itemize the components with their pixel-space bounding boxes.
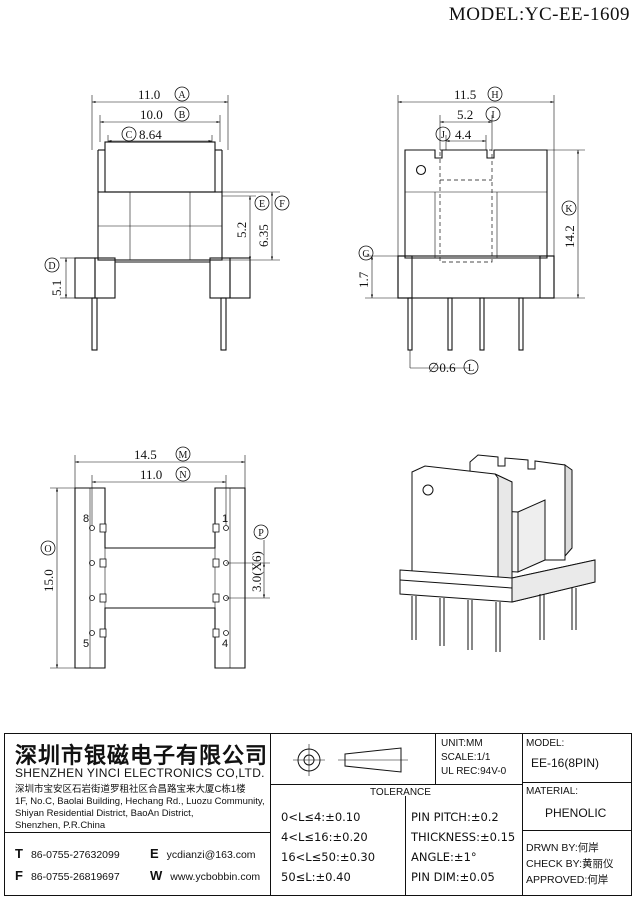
side-view: 11.5 H 5.2 I J 4.4 K 14.2 G 1.7 ∅0.6 L xyxy=(356,86,585,375)
drawn-by: DRWN BY:何岸 xyxy=(526,842,599,854)
dim-p-value: 3.0(X6) xyxy=(249,551,264,592)
check-by: CHECK BY:黄丽仪 xyxy=(526,858,614,870)
pin-pitch: PIN PITCH:±0.2 xyxy=(411,810,499,824)
email-address: ycdianzi@163.com xyxy=(166,849,256,861)
tag-a: A xyxy=(178,90,186,101)
material-value: PHENOLIC xyxy=(545,806,607,820)
pin-label-8: 8 xyxy=(83,513,89,525)
model-value: EE-16(8PIN) xyxy=(531,756,600,770)
fax: F 86-0755-26819697 xyxy=(15,868,120,883)
ul-rec: UL REC:94V-0 xyxy=(441,766,507,777)
dim-n-value: 11.0 xyxy=(140,467,162,482)
tolerance-4: 50≤L:±0.40 xyxy=(281,870,351,884)
tel-label: T xyxy=(15,846,23,861)
tag-l: L xyxy=(468,363,474,374)
company-name-cn: 深圳市银磁电子有限公司 xyxy=(15,744,269,769)
fax-label: F xyxy=(15,868,23,883)
fax-number: 86-0755-26819697 xyxy=(30,871,120,883)
title-block: 深圳市银磁电子有限公司 SHENZHEN YINCI ELECTRONICS C… xyxy=(4,733,632,896)
web-label: W xyxy=(150,868,163,883)
dim-g-value: 1.7 xyxy=(356,271,371,288)
pin-label-1: 1 xyxy=(222,513,228,525)
tag-p: P xyxy=(258,528,264,539)
dim-f-value: 6.35 xyxy=(256,224,271,247)
angle: ANGLE:±1° xyxy=(411,850,477,864)
dim-b-value: 10.0 xyxy=(140,107,163,122)
projection-symbol-icon xyxy=(293,744,408,776)
address-en-2: Shiyan Residential District, BaoAn Distr… xyxy=(15,808,194,819)
tolerance-1: 0<L≤4:±0.10 xyxy=(281,810,361,824)
technical-drawing: 11.0 A 10.0 B C 8.64 D 5.1 E 5.2 F 6.35 xyxy=(40,86,596,669)
pin-label-5: 5 xyxy=(83,638,89,650)
email-label: E xyxy=(150,846,159,861)
isometric-view xyxy=(399,454,596,652)
approved-by: APPROVED:何岸 xyxy=(526,874,609,886)
dim-m-value: 14.5 xyxy=(134,447,157,462)
tolerance-title: TOLERANCE xyxy=(370,787,431,798)
company-name-en: SHENZHEN YINCI ELECTRONICS CO,LTD. xyxy=(15,766,265,780)
model-title: MODEL:YC-EE-1609 xyxy=(448,4,630,25)
pin-dim: PIN DIM:±0.05 xyxy=(411,870,495,884)
dim-c-value: 8.64 xyxy=(139,127,162,142)
front-view: 11.0 A 10.0 B C 8.64 D 5.1 E 5.2 F 6.35 xyxy=(44,86,290,351)
tag-e: E xyxy=(259,199,265,210)
tag-m: M xyxy=(179,450,188,461)
scale: SCALE:1/1 xyxy=(441,752,491,763)
dim-i-value: 5.2 xyxy=(457,107,473,122)
dim-l-value: ∅0.6 xyxy=(428,360,456,375)
tag-o: O xyxy=(44,544,51,555)
tag-g: G xyxy=(362,249,369,260)
thickness: THICKNESS:±0.15 xyxy=(411,830,516,844)
tag-d: D xyxy=(48,261,55,272)
address-en-1: 1F, No.C, Baolai Building, Hechang Rd., … xyxy=(15,796,265,807)
dim-k-value: 14.2 xyxy=(562,225,577,248)
tag-f: F xyxy=(279,199,285,210)
dim-d-value: 5.1 xyxy=(49,280,64,296)
tag-c: C xyxy=(126,130,133,141)
dim-j-value: 4.4 xyxy=(455,127,472,142)
tolerance-3: 16<L≤50:±0.30 xyxy=(281,850,376,864)
tag-j: J xyxy=(441,130,445,141)
address-en-3: Shenzhen, P.R.China xyxy=(15,820,106,831)
tel-number: 86-0755-27632099 xyxy=(30,849,120,861)
address-cn: 深圳市宝安区石岩街道罗租社区合昌路宝来大厦C栋1楼 xyxy=(15,784,246,795)
dim-h-value: 11.5 xyxy=(454,87,476,102)
pin-label-4: 4 xyxy=(222,638,228,650)
model-label: MODEL: xyxy=(526,738,565,749)
telephone: T 86-0755-27632099 xyxy=(15,846,120,861)
tag-i: I xyxy=(491,110,494,121)
tag-b: B xyxy=(179,110,186,121)
web-address: www.ycbobbin.com xyxy=(170,871,261,883)
tag-n: N xyxy=(179,470,186,481)
dim-a-value: 11.0 xyxy=(138,87,160,102)
unit: UNIT:MM xyxy=(441,738,483,749)
bottom-view: 14.5 M 11.0 N O 15.0 P 3.0(X6) 8 1 5 4 xyxy=(40,446,270,669)
tag-k: K xyxy=(565,204,573,215)
tolerance-2: 4<L≤16:±0.20 xyxy=(281,830,368,844)
dim-o-value: 15.0 xyxy=(41,569,56,592)
material-label: MATERIAL: xyxy=(526,786,579,797)
tag-h: H xyxy=(491,90,498,101)
dim-e-value: 5.2 xyxy=(234,222,249,238)
